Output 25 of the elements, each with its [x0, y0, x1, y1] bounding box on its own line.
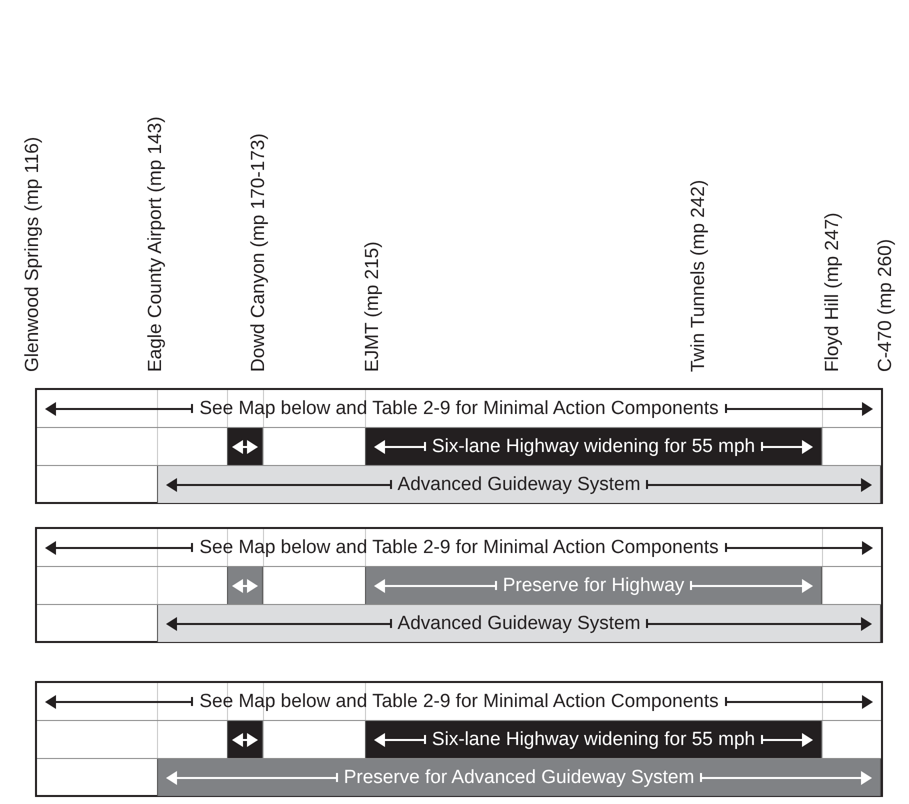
milepost-label: Floyd Hill (mp 247): [822, 212, 844, 372]
segment-bar: [365, 567, 822, 604]
bar-label: See Map below and Table 2-9 for Minimal Action Components: [199, 398, 719, 420]
segment-bar: [227, 428, 263, 465]
milepost-label: C-470 (mp 260): [875, 238, 897, 372]
bar-label: See Map below and Table 2-9 for Minimal Action Components: [199, 690, 719, 712]
milepost-label: Twin Tunnels (mp 242): [688, 180, 710, 372]
segment-bar: [227, 567, 263, 604]
milepost-label: Eagle County Airport (mp 143): [145, 116, 167, 372]
bar-label: Six-lane Highway widening for 55 mph: [432, 728, 756, 750]
milepost-label: Dowd Canyon (mp 170-173): [248, 133, 270, 372]
bar-label: See Map below and Table 2-9 for Minimal Action Components: [199, 536, 719, 558]
segment-bar: [157, 759, 881, 796]
bar-label: Six-lane Highway widening for 55 mph: [432, 436, 756, 458]
segment-bar: [157, 605, 881, 642]
bar-label: Advanced Guideway System: [398, 612, 640, 634]
segment-bar: [157, 466, 881, 503]
milepost-label: Glenwood Springs (mp 116): [22, 136, 44, 372]
milepost-label: EJMT (mp 215): [362, 241, 384, 372]
segment-bar: [365, 428, 822, 465]
segment-bar: [365, 721, 822, 758]
bar-label: Preserve for Advanced Guideway System: [344, 766, 694, 788]
bar-label: Advanced Guideway System: [398, 474, 640, 496]
bar-label: Preserve for Highway: [502, 574, 684, 596]
segment-bar: [227, 721, 263, 758]
